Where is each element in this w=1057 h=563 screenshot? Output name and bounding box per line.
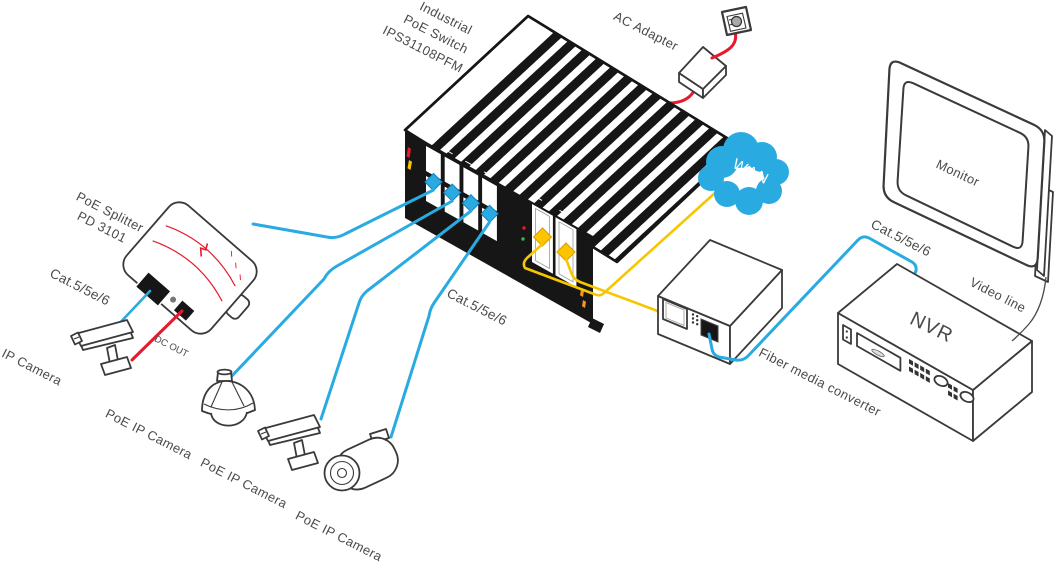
nvr-power-switch	[842, 324, 852, 345]
nvr-buttons	[909, 359, 958, 401]
brand-mark-right-2	[582, 300, 586, 308]
cat5-cable-to-cylinder-camera	[389, 220, 492, 439]
poe-ip-camera-label-1: PoE IP Camera	[103, 406, 195, 463]
power-outlet-icon	[720, 5, 753, 37]
rj45-connectors-blue	[424, 172, 499, 224]
dc-out-label: DC OUT	[152, 334, 190, 360]
cat5-cable-to-splitter	[251, 188, 435, 240]
nvr	[837, 263, 1033, 442]
switch-rj45-ports-row1	[426, 146, 497, 212]
poe-dome-camera	[201, 368, 256, 427]
cat5-cable-to-bullet-camera	[319, 209, 473, 421]
wan-cloud-icon	[698, 132, 789, 215]
power-cable-outlet	[710, 32, 738, 60]
splitter-dc-out-port	[172, 298, 196, 323]
switch-top-margin	[406, 17, 550, 144]
dc-out-cable	[130, 309, 184, 362]
monitor-screen	[896, 80, 1030, 249]
ac-adapter-label: AC Adapter	[611, 8, 681, 53]
cat5-cable-to-dome-camera	[228, 199, 454, 380]
splitter-logo	[199, 243, 209, 257]
poe-splitter	[122, 201, 258, 335]
cat5-label-middle: Cat.5/5e/6	[445, 285, 510, 328]
poe-bullet-camera	[257, 414, 321, 471]
cat5-label-left: Cat.5/5e/6	[48, 265, 113, 308]
led-speed-icon	[521, 237, 525, 241]
poe-cylinder-camera	[323, 428, 399, 492]
ip-camera-label: IP Camera	[0, 345, 65, 388]
video-line-cable	[1011, 276, 1047, 342]
brand-mark-red	[406, 147, 411, 158]
ip-camera-bullet	[70, 319, 134, 376]
splitter-rj45-port	[134, 270, 173, 308]
splitter-reset-button	[170, 296, 177, 303]
power-cable-switch	[667, 89, 696, 105]
poe-switch	[403, 14, 742, 333]
converter-led-dots	[691, 313, 699, 326]
switch-foot	[588, 318, 604, 333]
cat5-label-right: Cat.5/5e/6	[869, 216, 934, 259]
port-tick-marks	[427, 139, 566, 215]
converter-sfp-port	[662, 298, 688, 330]
led-power-icon	[522, 226, 526, 230]
brand-mark-yellow	[407, 160, 412, 170]
poe-ip-camera-label-2: PoE IP Camera	[198, 455, 290, 512]
nvr-jog-dial-2	[959, 390, 975, 404]
monitor	[882, 60, 1054, 283]
cat5-cable-converter-to-nvr	[707, 235, 918, 362]
poe-ip-camera-label-3: PoE IP Camera	[293, 508, 385, 563]
converter-rj45-port	[700, 318, 719, 343]
fiber-cable-to-wan	[522, 190, 718, 297]
nvr-jog-dial	[933, 374, 949, 388]
